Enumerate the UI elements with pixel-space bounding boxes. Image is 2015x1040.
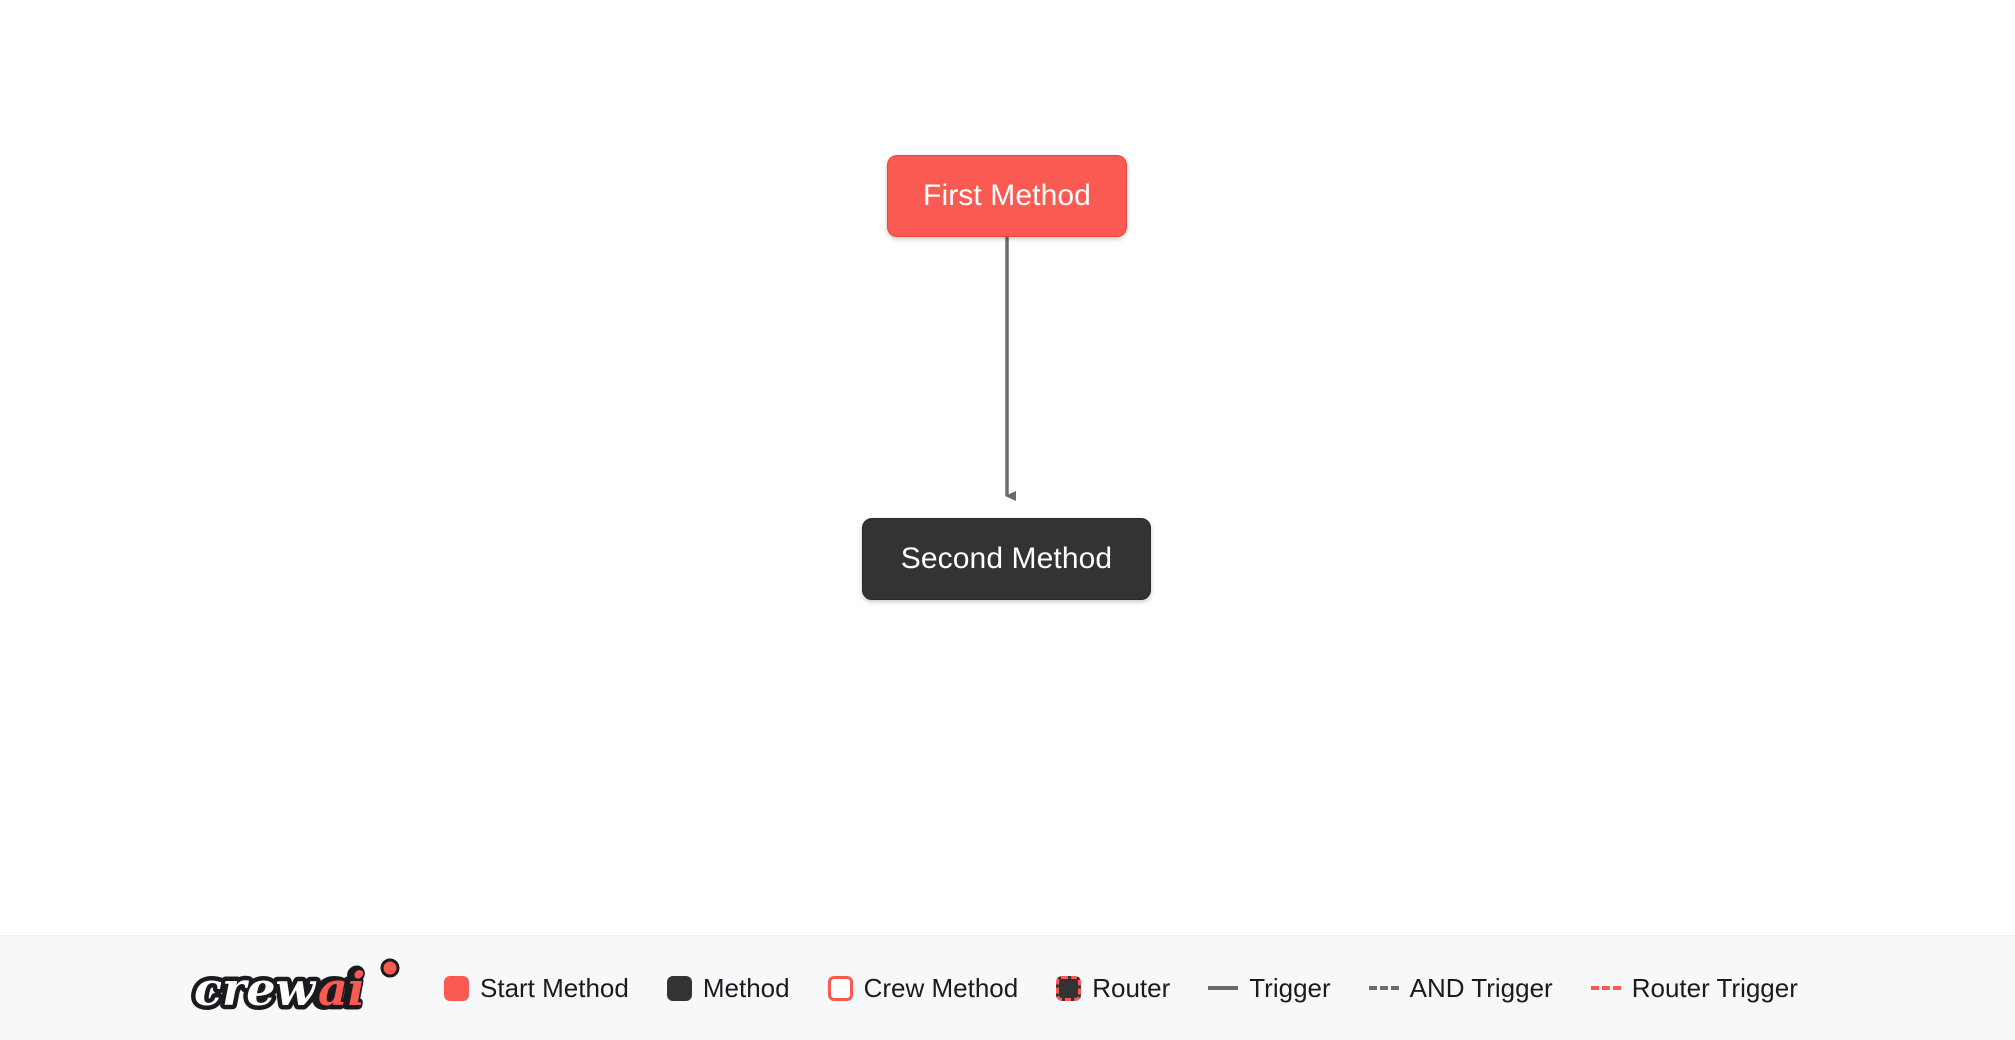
legend-item-crew-method: Crew Method: [827, 973, 1019, 1003]
legend-item-label: Start Method: [480, 973, 629, 1003]
edge-layer: [1005, 237, 1016, 501]
legend-bar: crewai crew ai Start Method Method Crew …: [0, 935, 2015, 1040]
legend-item-and-trigger: AND Trigger: [1368, 973, 1553, 1003]
router-swatch-icon: [1056, 975, 1082, 1001]
legend-item-start-method: Start Method: [444, 975, 629, 1001]
legend-item-label: Router: [1092, 973, 1171, 1003]
crewai-logo-outline: crewai: [194, 962, 362, 1016]
flow-node-label: Second Method: [900, 542, 1113, 575]
crewai-logo-dot: [380, 958, 400, 978]
start-method-swatch-icon: [444, 975, 469, 1001]
legend-item-method: Method: [666, 973, 790, 1003]
router-trigger-line-icon: [1590, 986, 1621, 990]
crew-method-swatch-icon: [827, 975, 853, 1001]
legend-item-router-trigger: Router Trigger: [1590, 973, 1798, 1003]
crewai-logo-ai: ai: [318, 962, 365, 1016]
legend-item-router: Router: [1056, 975, 1170, 1001]
legend-items: Start Method Method Crew Method Router T…: [444, 975, 1798, 1001]
trigger-line-icon: [1208, 986, 1239, 990]
and-trigger-line-icon: [1368, 986, 1399, 990]
legend-item-label: Method: [702, 973, 790, 1003]
flow-node-label: First Method: [923, 179, 1091, 212]
method-swatch-icon: [666, 975, 692, 1001]
crewai-logo: crewai crew ai: [190, 958, 400, 1019]
flow-canvas[interactable]: First Method Second Method: [0, 0, 2015, 935]
legend-item-label: AND Trigger: [1409, 973, 1553, 1003]
flow-node-second-method[interactable]: Second Method: [862, 518, 1151, 600]
crewai-logo-crew: crew: [194, 962, 317, 1016]
legend-item-label: Trigger: [1249, 973, 1331, 1003]
flow-node-first-method[interactable]: First Method: [887, 155, 1127, 237]
legend-item-trigger: Trigger: [1208, 973, 1331, 1003]
legend-item-label: Crew Method: [863, 973, 1019, 1003]
legend-item-label: Router Trigger: [1631, 973, 1798, 1003]
